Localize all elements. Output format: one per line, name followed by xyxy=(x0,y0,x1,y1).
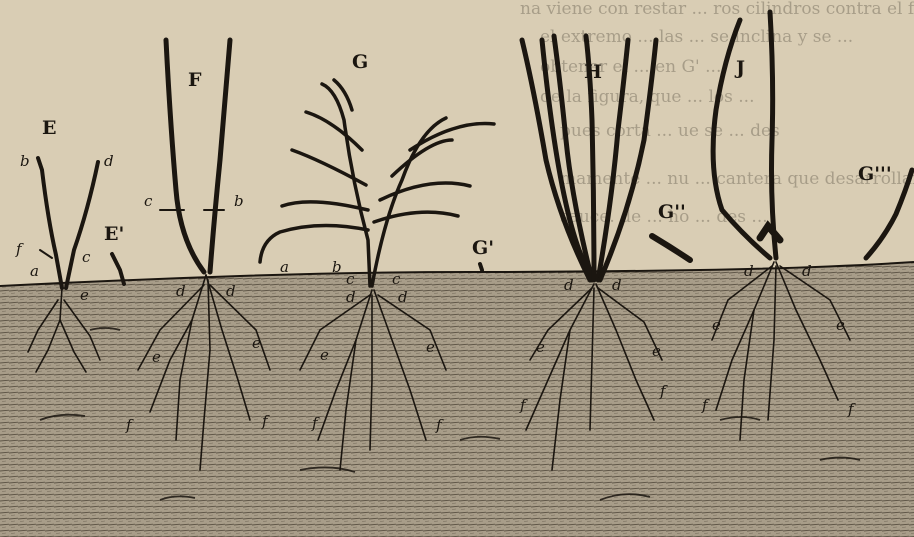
letter-d: d xyxy=(398,288,408,306)
letter-c: c xyxy=(144,192,153,210)
letter-e: e xyxy=(652,342,661,360)
letter-d: d xyxy=(226,282,236,300)
letter-c: c xyxy=(346,270,355,288)
letter-c: c xyxy=(82,248,91,266)
figure-label-g: G xyxy=(352,51,368,73)
figure-label-g-double: G'' xyxy=(658,201,686,223)
letter-d: d xyxy=(612,276,622,294)
letter-b: b xyxy=(20,152,30,170)
letter-a: a xyxy=(280,258,289,276)
figure-label-h: H xyxy=(584,61,602,83)
bleed-line: obtener el ... en G' ... xyxy=(540,57,721,77)
letter-e: e xyxy=(320,346,329,364)
plant-g-prime xyxy=(480,264,482,270)
letter-e: e xyxy=(426,338,435,356)
letter-e: e xyxy=(536,338,545,356)
letter-f: f xyxy=(15,240,24,258)
letter-d: d xyxy=(346,288,356,306)
letter-a: a xyxy=(30,262,39,280)
figure-label-e: E xyxy=(42,117,56,139)
letter-d: d xyxy=(176,282,186,300)
letter-d: d xyxy=(104,152,114,170)
letter-e: e xyxy=(712,316,721,334)
letter-d: d xyxy=(564,276,574,294)
letter-b: b xyxy=(234,192,244,210)
letter-e: e xyxy=(152,348,161,366)
plant-e-prime xyxy=(112,254,124,284)
letter-e: e xyxy=(252,334,261,352)
bleed-line: na viene con restar ... ros cilindros co… xyxy=(520,0,914,19)
letter-c: c xyxy=(392,270,401,288)
letter-d: d xyxy=(744,262,754,280)
figure-label-f: F xyxy=(188,69,202,91)
letter-d: d xyxy=(802,262,812,280)
soil-ground xyxy=(0,262,914,537)
plant-g-double xyxy=(652,236,690,260)
figure-label-g-triple: G''' xyxy=(858,163,892,185)
figure-label-e-prime: E' xyxy=(104,223,124,245)
letter-b: b xyxy=(332,258,342,276)
plant-g xyxy=(260,80,494,286)
figure-label-g-prime: G' xyxy=(472,237,494,259)
letter-e: e xyxy=(80,286,89,304)
figure-label-j: J xyxy=(734,57,745,79)
letter-e: e xyxy=(836,316,845,334)
plant-e xyxy=(38,158,98,288)
